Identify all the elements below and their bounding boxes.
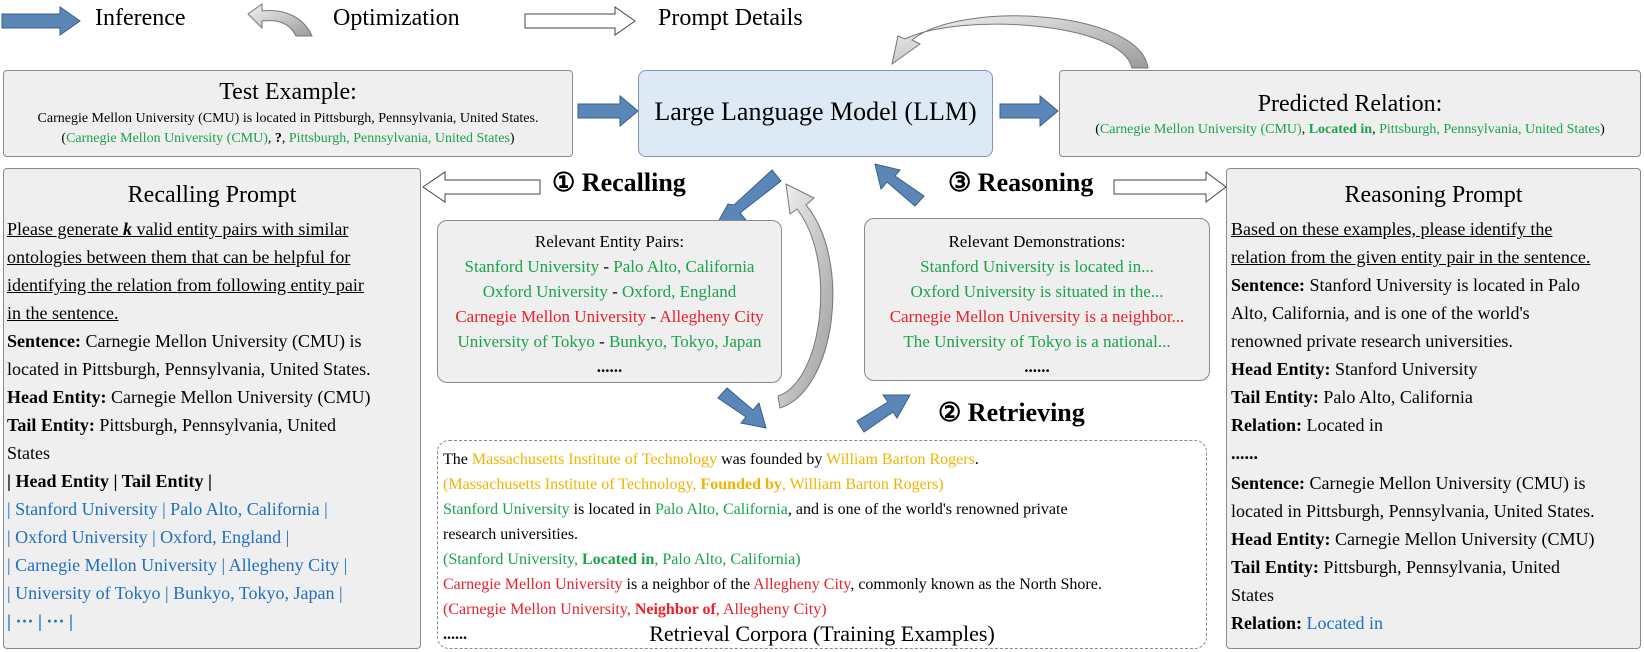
test-example-title: Test Example:: [219, 79, 357, 105]
demonstration-item: Carnegie Mellon University is a neighbor…: [889, 307, 1185, 326]
reasoning-example-sentence: Sentence: Stanford University is located…: [1231, 275, 1580, 295]
llm-box: Large Language Model (LLM): [638, 70, 993, 157]
llm-label: Large Language Model (LLM): [654, 97, 977, 126]
recalling-prompt-box: Recalling Prompt Please generate k valid…: [3, 168, 421, 649]
legend-optimization-arrow-icon: [247, 3, 313, 37]
test-head-entity: Carnegie Mellon University (CMU): [66, 131, 268, 146]
recalling-instruction-line-3: identifying the relation from following …: [7, 275, 364, 295]
demonstration-item: Oxford University is situated in the...: [910, 282, 1164, 301]
corpus-ellipsis: ......: [443, 626, 467, 643]
entity-pair-item: Oxford University - Oxford, England: [482, 282, 737, 301]
reasoning-prompt-box: Reasoning Prompt Based on these examples…: [1226, 168, 1641, 649]
legend-inference-arrow-icon: [1, 6, 81, 36]
reasoning-instruction-line-2: relation from the given entity pair in t…: [1231, 247, 1591, 267]
reasoning-example-head: Head Entity: Stanford University: [1231, 359, 1478, 379]
recalling-instruction-line-2: ontologies between them that can be help…: [7, 247, 351, 267]
reasoning-example-relation: Relation: Located in: [1231, 415, 1383, 435]
reasoning-instruction-line-1: Based on these examples, please identify…: [1231, 219, 1553, 239]
arrow-to-reasoning-prompt: [1113, 171, 1227, 203]
legend-inference-label: Inference: [95, 5, 186, 31]
reasoning-query-tail: Tail Entity: Pittsburgh, Pennsylvania, U…: [1231, 557, 1561, 577]
retrieval-optimization-arrow: [777, 183, 834, 409]
arrow-demos-to-llm: [874, 163, 925, 207]
arrow-corpora-to-demos: [856, 394, 911, 433]
predicted-relation-box: Predicted Relation: (Carnegie Mellon Uni…: [1059, 70, 1641, 157]
step-recalling-label: ① Recalling: [552, 168, 686, 197]
test-example-tuple: (Carnegie Mellon University (CMU), ?, Pi…: [61, 131, 515, 146]
corpus-sentence: The Massachusetts Institute of Technolog…: [443, 451, 979, 468]
corpus-sentence: Carnegie Mellon University is a neighbor…: [443, 576, 1102, 593]
entity-pairs-title: Relevant Entity Pairs:: [534, 232, 685, 251]
demonstrations-ellipsis: ......: [1024, 357, 1050, 376]
reasoning-answer: Located in: [1306, 613, 1383, 633]
recalling-instruction-line-1: Please generate k valid entity pairs wit…: [7, 219, 349, 239]
retrieval-corpora-box: The Massachusetts Institute of Technolog…: [437, 440, 1207, 649]
arrow-test-to-llm: [577, 94, 639, 128]
recalling-head-entity: Head Entity: Carnegie Mellon University …: [7, 387, 371, 407]
entity-pairs-ellipsis: ......: [596, 357, 623, 376]
test-example-box: Test Example: Carnegie Mellon University…: [3, 70, 573, 157]
entity-pair-item: Stanford University - Palo Alto, Califor…: [464, 257, 755, 276]
corpus-tuple: (Massachusetts Institute of Technology, …: [443, 476, 944, 493]
legend-optimization-label: Optimization: [333, 5, 460, 31]
arrow-pairs-to-corpora: [717, 387, 767, 429]
recalling-table-row: | ··· | ··· |: [7, 611, 73, 631]
corpus-sentence: Stanford University is located in Palo A…: [443, 501, 1068, 518]
step-reasoning-label: ③ Reasoning: [948, 168, 1094, 197]
demonstrations-title: Relevant Demonstrations:: [948, 232, 1126, 251]
demonstration-item: The University of Tokyo is a national...: [903, 332, 1171, 351]
step-retrieving-label: ② Retrieving: [938, 398, 1085, 427]
reasoning-prompt-title: Reasoning Prompt: [1344, 182, 1523, 208]
arrow-llm-to-entity-pairs: [717, 169, 782, 223]
corpus-tuple: (Carnegie Mellon University, Neighbor of…: [443, 601, 827, 618]
legend-prompt-details-arrow-icon: [524, 6, 636, 36]
reasoning-example-tail: Tail Entity: Palo Alto, California: [1231, 387, 1473, 407]
arrow-to-recalling-prompt: [422, 171, 541, 203]
retrieval-corpora-title: Retrieval Corpora (Training Examples): [649, 621, 995, 646]
test-example-sentence: Carnegie Mellon University (CMU) is loca…: [37, 111, 539, 126]
reasoning-ellipsis: ......: [1231, 443, 1258, 463]
corpus-tuple: (Stanford University, Located in, Palo A…: [443, 551, 801, 568]
recalling-table-row: | Oxford University | Oxford, England |: [7, 527, 290, 547]
recalling-sentence: Sentence: Carnegie Mellon University (CM…: [7, 331, 362, 351]
predicted-relation-value: Located in: [1308, 122, 1373, 137]
recalling-prompt-title: Recalling Prompt: [127, 182, 297, 208]
recalling-table-row: | Carnegie Mellon University | Allegheny…: [7, 555, 348, 575]
entity-pairs-box: Relevant Entity Pairs: Stanford Universi…: [437, 220, 782, 383]
demonstrations-box: Relevant Demonstrations: Stanford Univer…: [864, 218, 1210, 381]
recalling-table-header: | Head Entity | Tail Entity |: [7, 471, 212, 491]
arrow-llm-to-predicted: [999, 94, 1059, 128]
demonstration-item: Stanford University is located in...: [920, 257, 1154, 276]
recalling-tail-entity: Tail Entity: Pittsburgh, Pennsylvania, U…: [7, 415, 337, 435]
reasoning-query-relation: Relation: Located in: [1231, 613, 1383, 633]
reasoning-query-head: Head Entity: Carnegie Mellon University …: [1231, 529, 1595, 549]
test-tail-entity: Pittsburgh, Pennsylvania, United States: [288, 131, 510, 146]
predicted-title: Predicted Relation:: [1257, 91, 1443, 117]
optimization-loop-arrow: [891, 15, 1149, 69]
reasoning-query-sentence: Sentence: Carnegie Mellon University (CM…: [1231, 473, 1586, 493]
recalling-table-row: | Stanford University | Palo Alto, Calif…: [7, 499, 328, 519]
test-relation-unknown: ?: [274, 131, 282, 146]
recalling-instruction-line-4: in the sentence.: [7, 303, 119, 323]
entity-pair-item: University of Tokyo - Bunkyo, Tokyo, Jap…: [457, 332, 762, 351]
predicted-tuple: (Carnegie Mellon University (CMU), Locat…: [1095, 122, 1605, 137]
entity-pair-item: Carnegie Mellon University - Allegheny C…: [455, 307, 764, 326]
recalling-table-row: | University of Tokyo | Bunkyo, Tokyo, J…: [7, 583, 343, 603]
legend-prompt-details-label: Prompt Details: [658, 5, 803, 31]
